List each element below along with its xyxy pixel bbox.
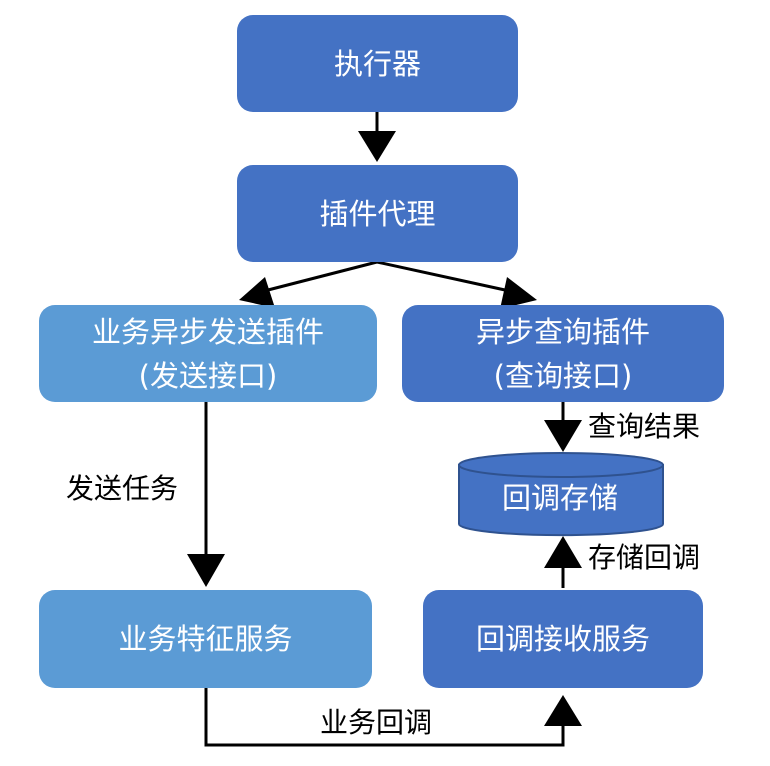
query-result-label: 查询结果 [588,410,701,443]
executor-node: 执行器 [237,15,518,112]
async-send-plugin-sublabel: (发送接口) [138,358,278,393]
edge-proxy-to-query-plugin [376,260,506,292]
async-send-plugin-node: 业务异步发送插件 (发送接口) [39,305,377,402]
cylinder-top [458,452,664,478]
async-query-plugin-node: 异步查询插件 (查询接口) [402,305,724,402]
async-send-plugin-label: 业务异步发送插件 [91,314,324,349]
business-feature-service-label: 业务特征服务 [118,622,293,656]
callback-receive-service-label: 回调接收服务 [475,622,650,656]
edge-proxy-to-send-plugin [267,260,378,292]
arrowhead-storage-from-query [544,420,582,452]
arrowhead-feature-service [187,554,225,587]
store-callback-label: 存储回调 [588,541,701,574]
edges [204,112,565,747]
edge-feature-service-to-receive-service [204,688,565,747]
arrowhead-send-plugin [239,277,275,308]
arrowhead-proxy [358,131,396,162]
send-task-label: 发送任务 [66,472,179,505]
arrowheads [187,131,582,726]
callback-receive-service-node: 回调接收服务 [423,590,703,688]
business-feature-service-node: 业务特征服务 [39,590,372,688]
business-callback-label: 业务回调 [320,706,433,739]
async-query-plugin-label: 异步查询插件 [475,314,650,349]
arrowhead-receive-service [544,695,582,726]
cylinder-body [458,464,664,537]
executor-label: 执行器 [333,46,421,81]
callback-storage-cylinder [458,452,664,537]
arrowhead-storage-from-receive [544,536,582,568]
callback-storage-label: 回调存储 [501,481,618,515]
plugin-proxy-node: 插件代理 [237,165,518,262]
plugin-proxy-label: 插件代理 [319,196,436,231]
arrowhead-query-plugin [500,277,537,309]
async-query-plugin-sublabel: (查询接口) [493,358,633,393]
